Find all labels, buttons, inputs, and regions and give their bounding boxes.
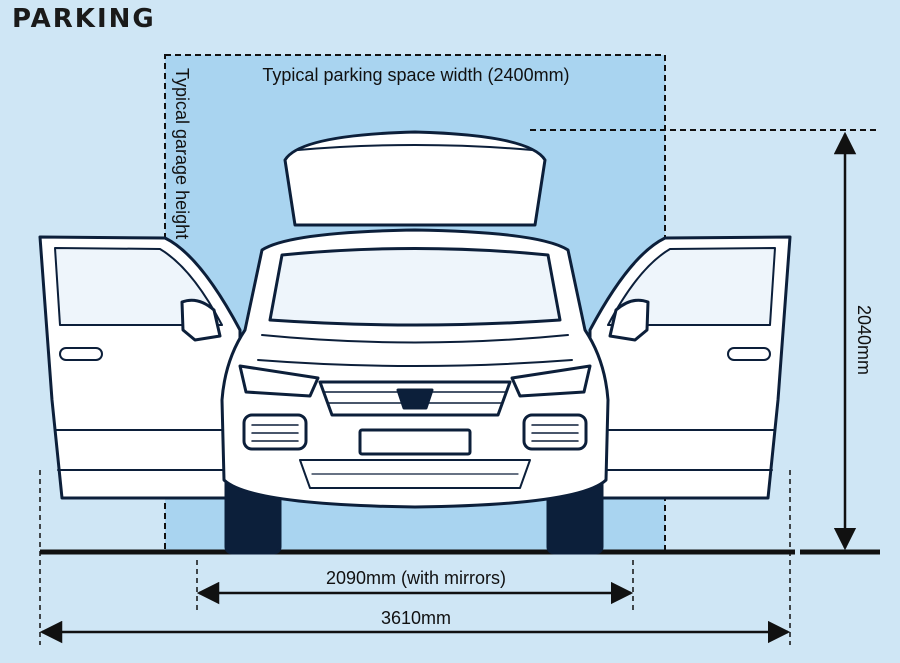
doors-open-width-label: 3610mm [381, 608, 451, 628]
left-headlight [238, 364, 320, 398]
badge [396, 388, 434, 410]
left-fog-light [242, 413, 308, 451]
windscreen [268, 247, 562, 327]
page-title: PARKING [12, 4, 156, 34]
right-mirror [608, 298, 650, 342]
tailgate [283, 130, 547, 227]
mirror-width-label: 2090mm (with mirrors) [326, 568, 506, 588]
height-dimension: 2040mm [833, 131, 874, 551]
mirror-width-dimension: 2090mm (with mirrors) [196, 560, 634, 610]
left-mirror [180, 298, 222, 342]
car-illustration [38, 130, 792, 555]
right-fog-light [522, 413, 588, 451]
height-label: 2040mm [854, 305, 874, 375]
doors-open-width-dimension: 3610mm [39, 470, 791, 645]
garage-height-label: Typical garage height [172, 68, 192, 239]
space-width-label: Typical parking space width (2400mm) [262, 65, 569, 85]
number-plate [358, 428, 472, 456]
right-headlight [510, 364, 592, 398]
